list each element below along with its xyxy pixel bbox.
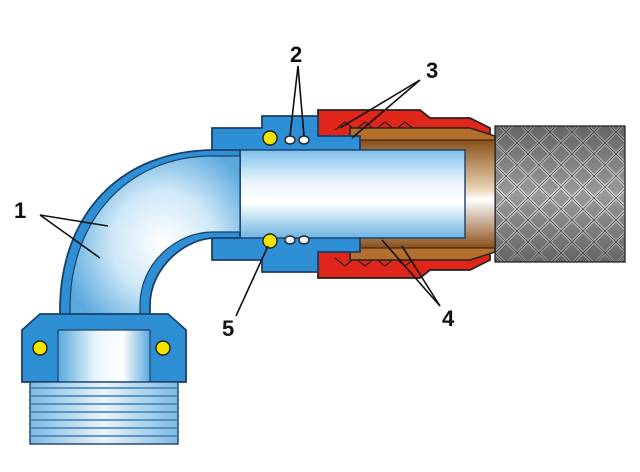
leader-lines — [39, 65, 441, 317]
o-ring-top — [262, 130, 278, 146]
callout-3: 3 — [426, 58, 438, 83]
o-rings — [32, 130, 278, 356]
male-thread — [29, 381, 179, 445]
elbow-fitting — [59, 149, 241, 331]
o-ring-left — [32, 340, 48, 356]
bottom-nut — [21, 313, 187, 383]
callout-1: 1 — [14, 198, 26, 223]
callout-5: 5 — [222, 316, 234, 341]
callout-2: 2 — [290, 42, 302, 67]
inner-tube — [239, 149, 466, 239]
o-ring-right — [155, 340, 171, 356]
o-ring-bottom — [262, 233, 278, 249]
braided-hose — [494, 125, 626, 263]
callout-4: 4 — [442, 306, 455, 331]
